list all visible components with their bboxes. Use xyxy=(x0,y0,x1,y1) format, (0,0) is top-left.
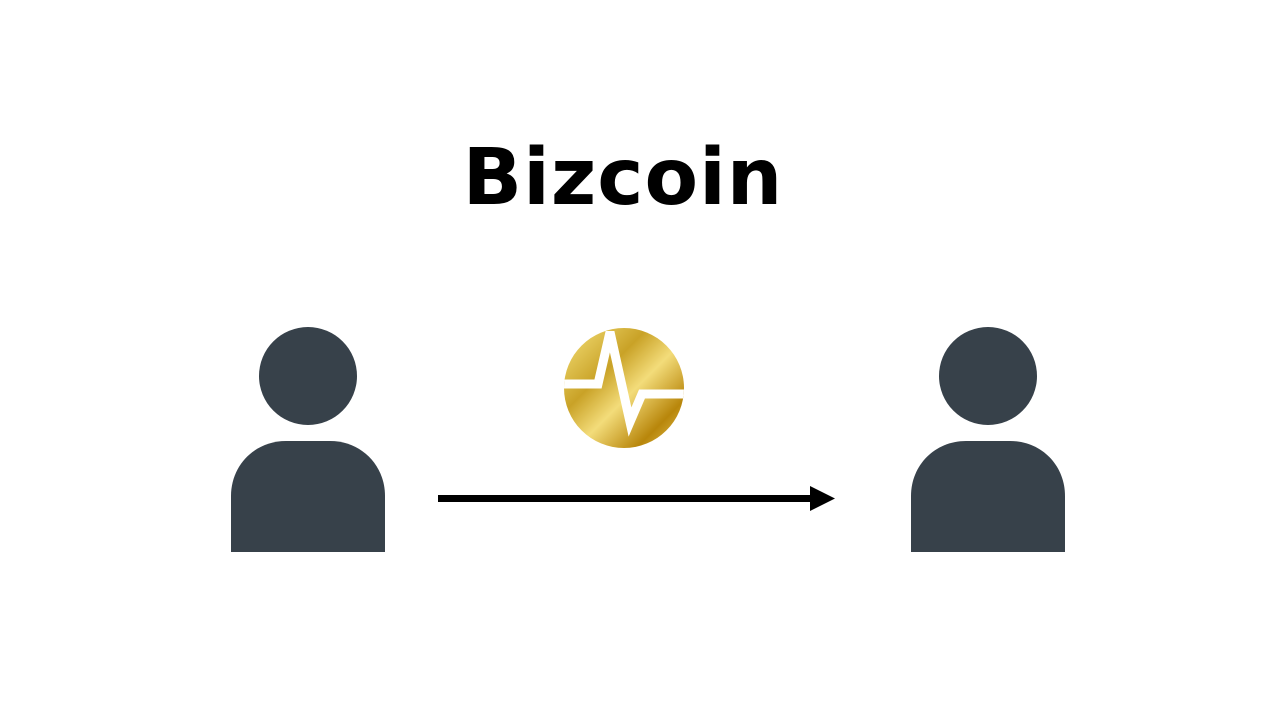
sender-person-icon xyxy=(231,326,385,552)
transfer-arrow-icon xyxy=(438,484,838,514)
receiver-person-icon xyxy=(911,326,1065,552)
bizcoin-logo-icon xyxy=(562,326,686,450)
diagram-title: Bizcoin xyxy=(462,133,784,223)
